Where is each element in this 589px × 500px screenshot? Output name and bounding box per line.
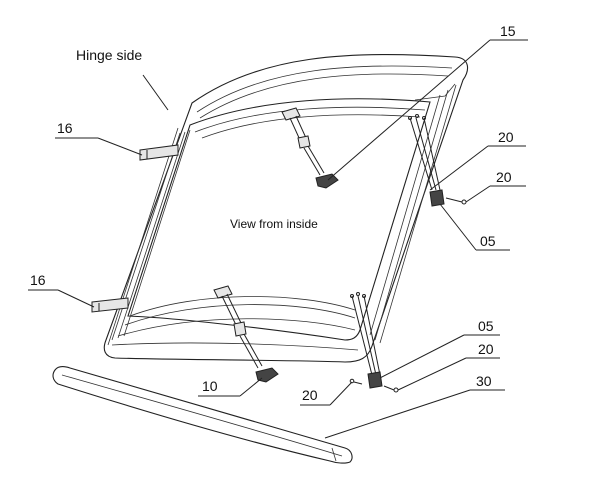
leader-lines <box>28 39 528 439</box>
callout-16-upper: 16 <box>57 120 73 136</box>
label-hinge-side: Hinge side <box>76 47 142 63</box>
glass-panel <box>127 98 431 341</box>
callout-15: 15 <box>500 23 516 39</box>
upper-right-fixing <box>408 114 467 207</box>
callout-10: 10 <box>202 378 218 394</box>
callout-30: 30 <box>476 373 492 389</box>
bottom-gas-strut <box>213 285 279 383</box>
callout-05-upper: 05 <box>480 233 496 249</box>
hinge-lower <box>91 297 129 313</box>
top-gas-strut <box>281 107 339 189</box>
callout-20-lower-right: 20 <box>478 341 494 357</box>
callout-20-lower-left: 20 <box>302 387 318 403</box>
callout-20-upper-a: 20 <box>498 129 514 145</box>
callout-05-lower: 05 <box>478 318 494 334</box>
seal-strip <box>52 366 353 464</box>
window-frame <box>103 53 469 363</box>
label-view-inside: View from inside <box>230 217 318 231</box>
hinge-upper <box>139 144 179 161</box>
lower-right-fixing <box>349 292 399 393</box>
callout-16-lower: 16 <box>30 272 46 288</box>
callout-20-upper-b: 20 <box>496 169 512 185</box>
